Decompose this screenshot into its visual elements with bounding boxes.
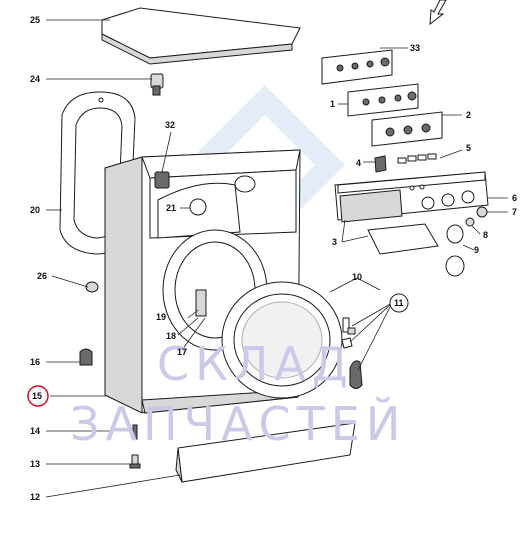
callout-18: 18 xyxy=(166,331,176,341)
callout-labels: 25 24 20 26 16 15 14 13 12 32 21 33 1 2 … xyxy=(30,15,517,502)
callout-25: 25 xyxy=(30,15,40,25)
part-25-top-cover xyxy=(101,7,301,65)
callout-26: 26 xyxy=(37,271,47,281)
part-16-bracket xyxy=(79,348,93,366)
callout-13: 13 xyxy=(30,459,40,469)
callout-19: 19 xyxy=(156,312,166,322)
direction-arrow xyxy=(429,0,447,26)
callout-3: 3 xyxy=(332,237,337,247)
callout-15: 15 xyxy=(32,391,42,401)
part-5-buttons xyxy=(397,153,437,164)
highlight-circle xyxy=(27,385,49,407)
callout-24: 24 xyxy=(30,74,40,84)
callout-10: 10 xyxy=(352,272,362,282)
callout-32: 32 xyxy=(165,120,175,130)
part-13-screw xyxy=(129,454,141,469)
watermark-text: СКЛАД ЗАПЧАСТЕЙ xyxy=(70,337,406,451)
callout-5: 5 xyxy=(466,143,471,153)
part-9-knobs xyxy=(445,224,465,277)
part-4-switch xyxy=(374,155,387,173)
callout-17: 17 xyxy=(177,347,187,357)
part-12-kick-plate xyxy=(175,422,356,483)
leader-lines xyxy=(45,19,508,498)
part-24-clip xyxy=(150,73,164,96)
callout-11-circle xyxy=(389,293,409,313)
part-14-spring xyxy=(132,424,138,440)
callout-7: 7 xyxy=(512,207,517,217)
part-26-foot xyxy=(85,281,99,293)
part-3-drawer xyxy=(367,223,439,255)
part-33-board xyxy=(321,49,393,85)
part-2-board xyxy=(371,111,443,147)
callout-20: 20 xyxy=(30,205,40,215)
part-8-knob xyxy=(465,217,475,227)
part-32-block xyxy=(154,171,170,189)
part-7-button xyxy=(476,206,488,218)
part-19-hinge xyxy=(195,289,207,317)
callout-11: 11 xyxy=(394,298,404,308)
callout-1: 1 xyxy=(330,99,335,109)
part-6-control-panel xyxy=(334,171,489,223)
callout-21: 21 xyxy=(166,203,176,213)
callout-9: 9 xyxy=(474,245,479,255)
callout-8: 8 xyxy=(483,230,488,240)
callout-12: 12 xyxy=(30,492,40,502)
callout-16: 16 xyxy=(30,357,40,367)
part-10-door xyxy=(221,281,343,399)
watermark-line-2: ЗАПЧАСТЕЙ xyxy=(70,397,406,451)
callout-4: 4 xyxy=(356,158,361,168)
callout-2: 2 xyxy=(466,110,471,120)
callout-6: 6 xyxy=(512,193,517,203)
part-1-board xyxy=(347,83,419,117)
watermark-line-1: СКЛАД xyxy=(157,337,354,391)
callout-33: 33 xyxy=(410,43,420,53)
callout-14: 14 xyxy=(30,426,40,436)
